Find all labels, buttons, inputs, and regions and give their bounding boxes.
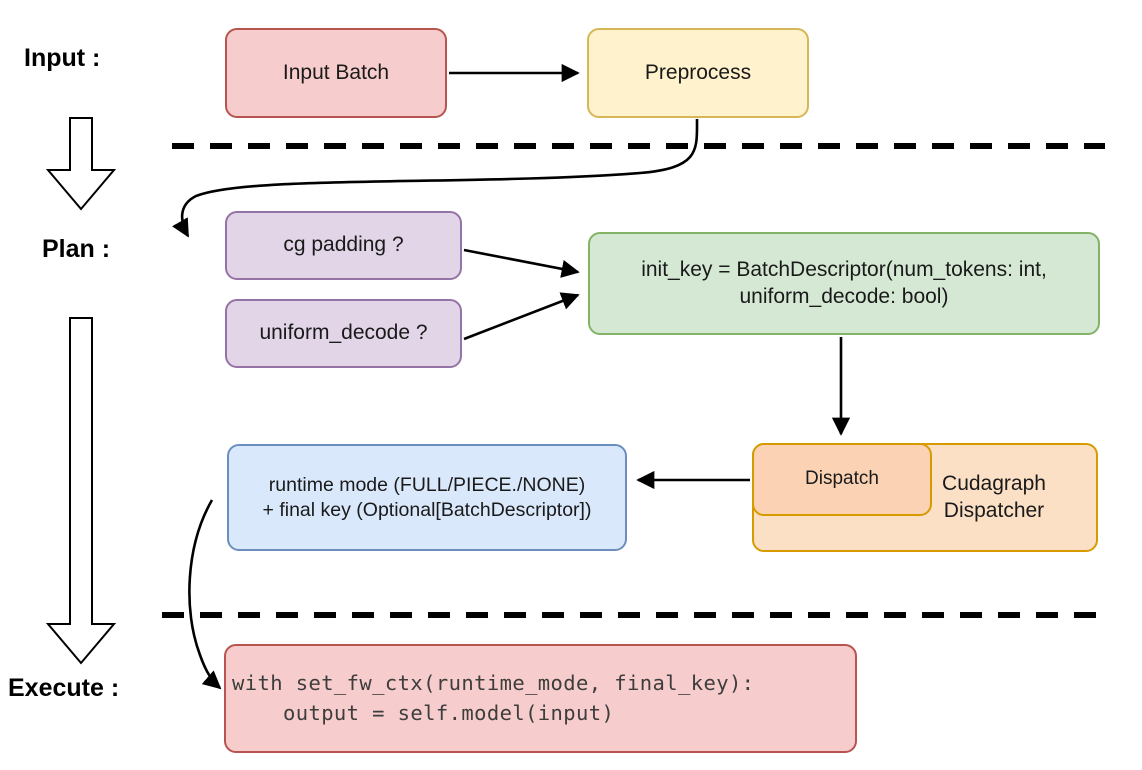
node-runtime-mode-label: runtime mode (FULL/PIECE./NONE) + final …	[262, 473, 592, 521]
stage-label-plan: Plan :	[42, 235, 111, 263]
node-uniform-decode[interactable]: uniform_decode ?	[225, 299, 462, 368]
node-cudagraph-dispatcher-label: Cudagraph Dispatcher	[942, 471, 1046, 522]
node-uniform-decode-label: uniform_decode ?	[259, 321, 428, 345]
node-runtime-mode[interactable]: runtime mode (FULL/PIECE./NONE) + final …	[227, 444, 627, 551]
edge-uniform-decode-to-init-key	[463, 292, 580, 341]
node-cg-padding-label: cg padding ?	[283, 233, 404, 257]
node-dispatch[interactable]: Dispatch	[752, 443, 932, 516]
node-cg-padding[interactable]: cg padding ?	[225, 211, 462, 280]
edge-cg-padding-to-init-key	[463, 248, 580, 278]
node-init-key[interactable]: init_key = BatchDescriptor(num_tokens: i…	[588, 232, 1100, 335]
node-init-key-label: init_key = BatchDescriptor(num_tokens: i…	[641, 257, 1047, 308]
stage-arrow-input-to-plan	[45, 117, 117, 211]
node-preprocess-label: Preprocess	[644, 60, 752, 84]
stage-label-execute: Execute :	[8, 674, 120, 702]
node-dispatch-label: Dispatch	[805, 468, 879, 490]
stage-label-input: Input :	[24, 44, 101, 72]
code-line-2: output = self.model(input)	[232, 700, 615, 725]
node-execute-code-text: with set_fw_ctx(runtime_mode, final_key)…	[232, 669, 754, 728]
code-line-1: with set_fw_ctx(runtime_mode, final_key)…	[232, 670, 755, 695]
node-preprocess[interactable]: Preprocess	[587, 28, 809, 118]
node-input-batch[interactable]: Input Batch	[225, 28, 447, 118]
edge-runtime-mode-to-execute-code	[188, 499, 222, 690]
stage-arrow-plan-to-execute	[45, 317, 117, 665]
node-execute-code[interactable]: with set_fw_ctx(runtime_mode, final_key)…	[224, 644, 857, 753]
node-input-batch-label: Input Batch	[282, 60, 390, 84]
